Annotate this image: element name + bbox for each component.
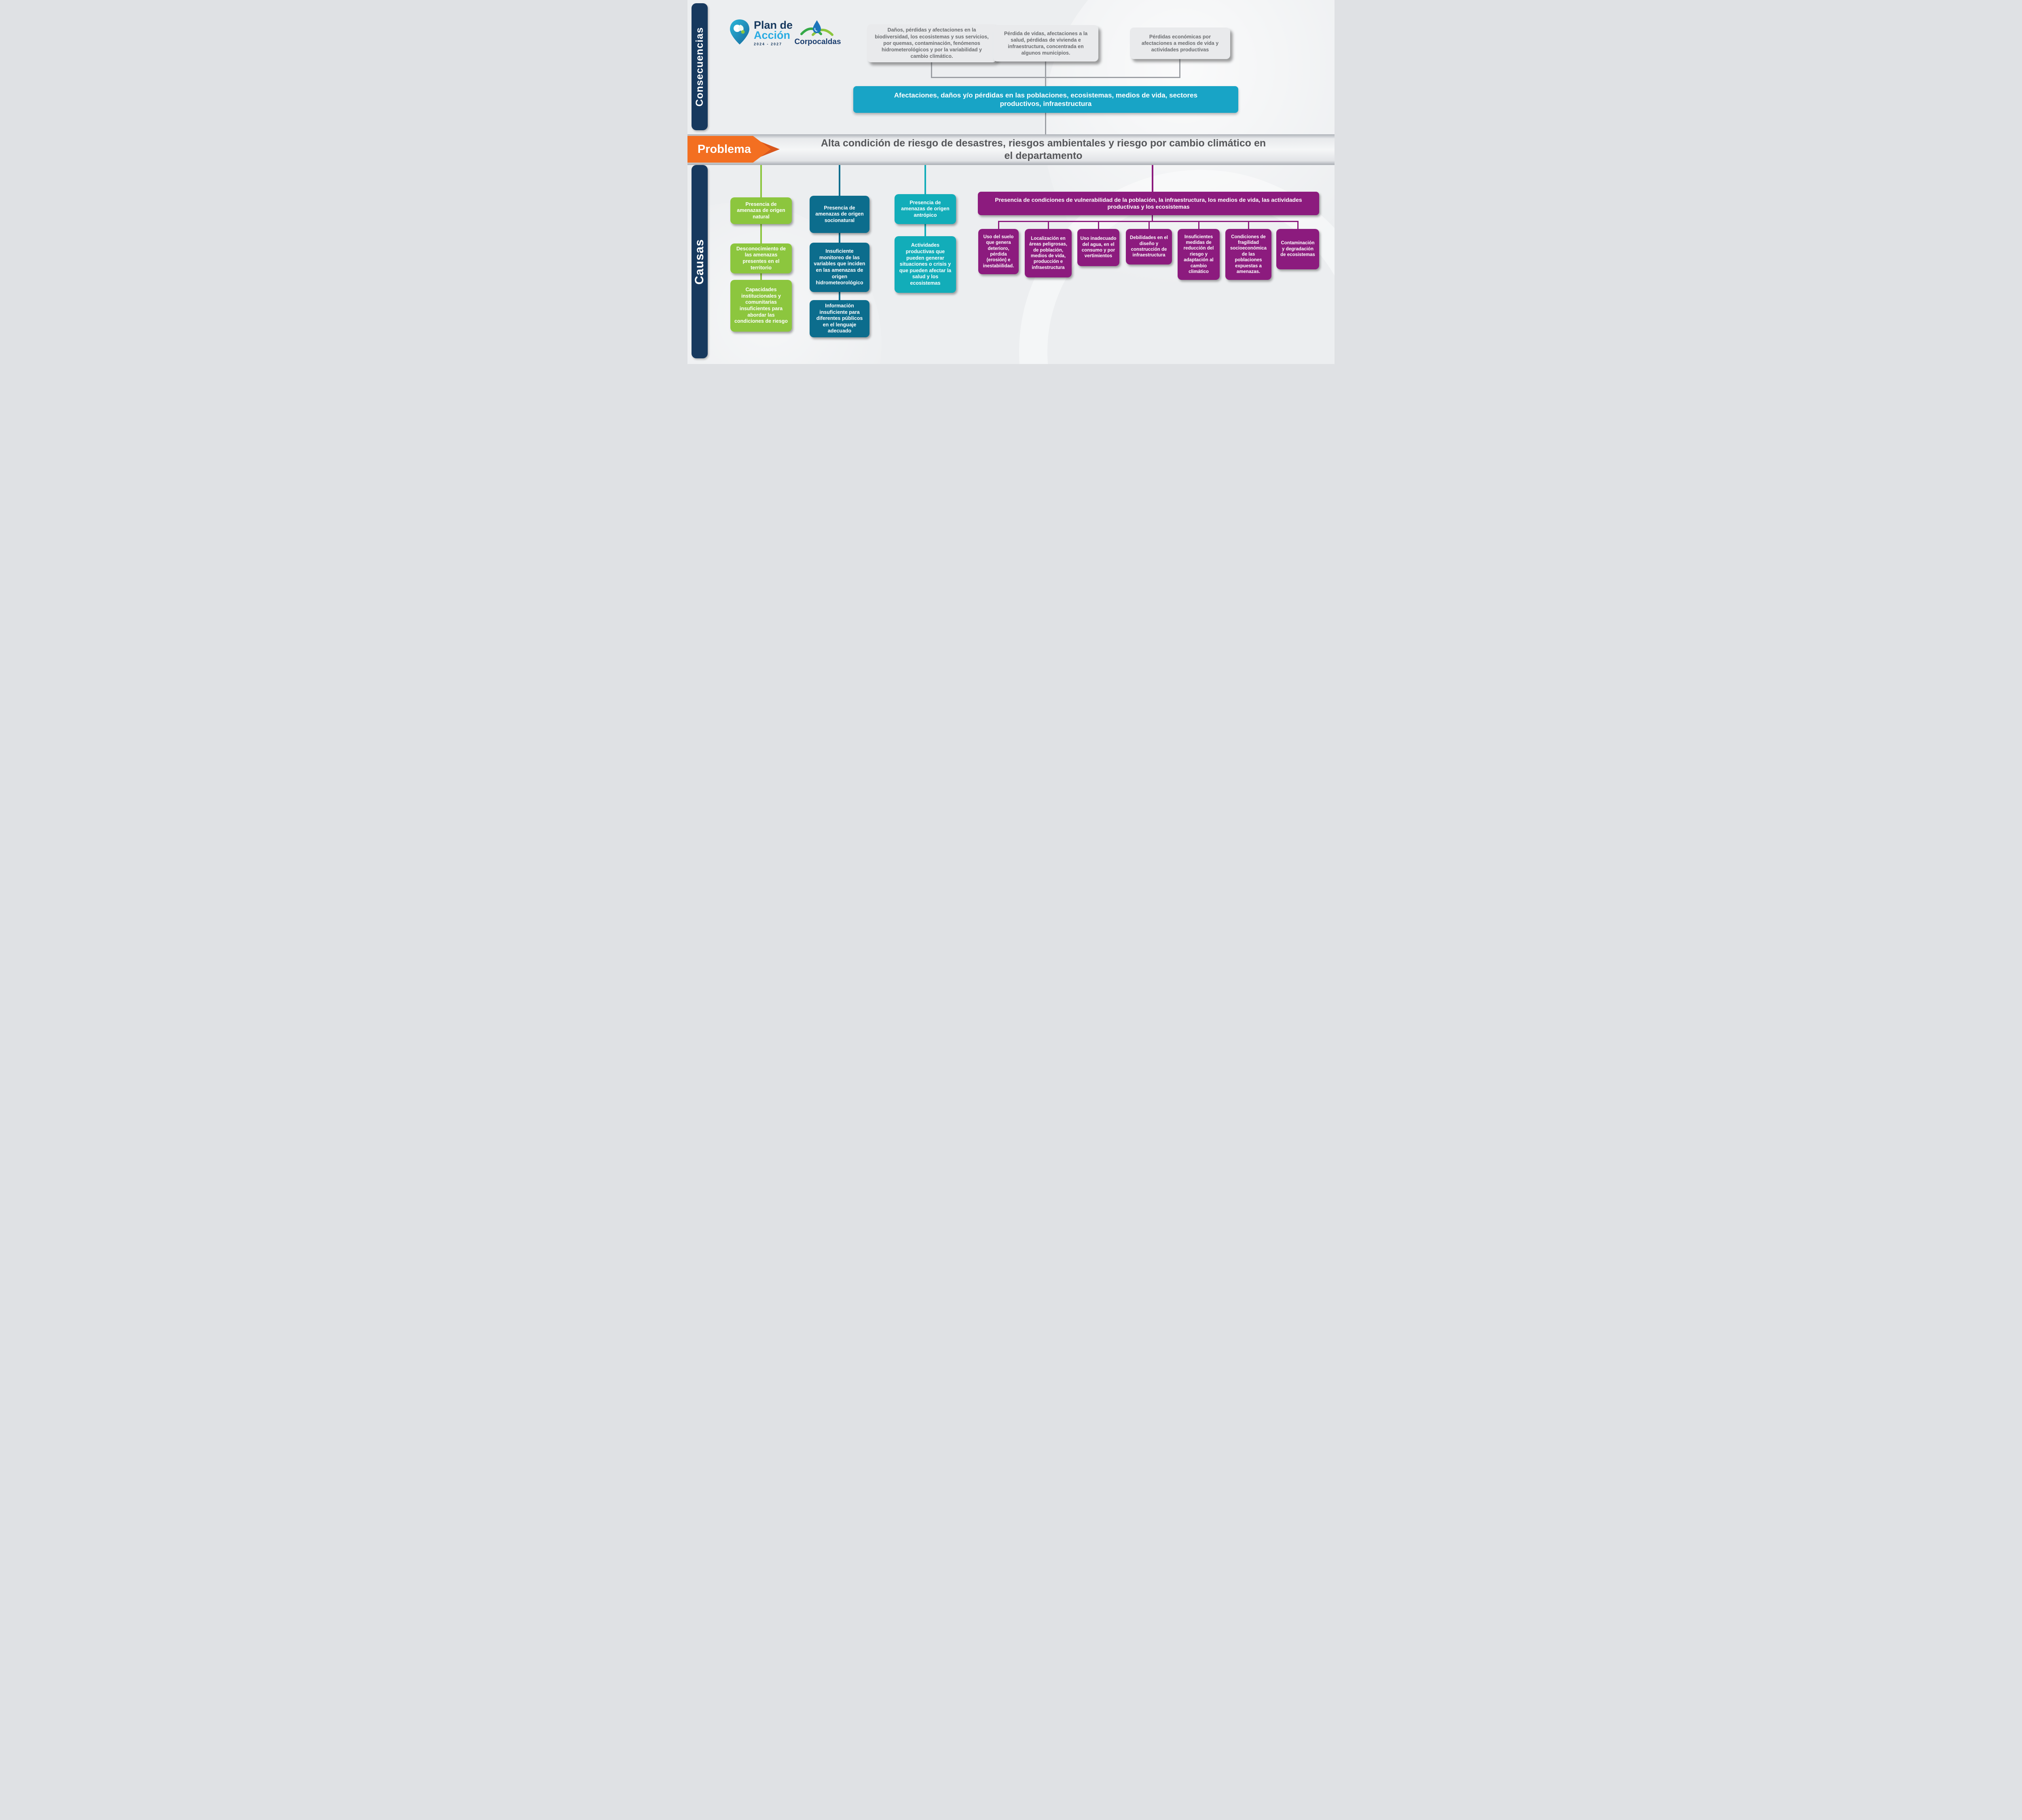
consequences-label: Consecuencias [694,27,705,107]
connector-cons2 [1045,61,1046,87]
connector-natural-column [760,165,762,285]
cause-antropico-2: Actividades productivas que pueden gener… [895,236,956,293]
plan-logo-years: 2024 - 2027 [754,42,783,46]
cause-socionatural-1: Presencia de amenazas de origen socionat… [810,196,869,233]
connector-vuln-1 [998,221,999,229]
problem-band [687,134,1335,165]
plan-logo-line2: Acción [754,29,791,42]
corpocaldas-wordmark: Corpocaldas [794,38,841,46]
connector-vuln-3 [1098,221,1099,229]
connector-socionatural-column [839,165,840,315]
sidebar-causes: Causas [692,165,708,358]
problem-statement: Alta condición de riesgo de desastres, r… [821,137,1266,161]
vulnerability-item-3: Uso inadecuado del agua, en el consumo y… [1077,229,1119,266]
sidebar-consequences: Consecuencias [692,3,708,130]
cause-socionatural-3: Información insuficiente para diferentes… [810,300,869,337]
vulnerability-item-4: Debilidades en el diseño y construcción … [1126,229,1172,265]
connector-vuln-2 [1048,221,1049,229]
plan-logo-line1: Plan de [754,19,793,31]
connector-vuln-6 [1248,221,1249,229]
cause-natural-3: Capacidades institucionales y comunitari… [730,280,792,332]
problem-tag: Problema [687,136,785,163]
cause-socionatural-2: Insuficiente monitoreo de las variables … [810,243,869,292]
vulnerability-item-7: Contaminación y degradación de ecosistem… [1276,229,1319,269]
connector-vulnerabilidad-column [1152,165,1153,193]
connector-cons1 [931,62,932,78]
consequence-box-biodiversity: Daños, pérdidas y afectaciones en la bio… [867,24,996,62]
affectations-banner: Afectaciones, daños y/o pérdidas en las … [853,86,1238,113]
vulnerability-item-1: Uso del suelo que genera deterioro, pérd… [978,229,1019,274]
plan-de-accion-logo: Plan de Acción 2024 - 2027 [729,19,793,47]
connector-vuln-4 [1148,221,1150,229]
vulnerability-item-6: Condiciones de fragilidad socioeconómica… [1225,229,1271,280]
vulnerability-item-5: Insuficientes medidas de reducción del r… [1178,229,1220,280]
causes-label: Causas [693,239,706,285]
consequence-box-lives: Pérdida de vidas, afectaciones a la salu… [993,25,1098,61]
corpocaldas-mark-icon [793,20,842,38]
plan-pin-icon [729,19,751,47]
problem-tree-diagram: Consecuencias Causas Plan de Acción 2024… [687,0,1335,364]
vulnerability-header: Presencia de condiciones de vulnerabilid… [978,192,1319,215]
connector-vuln-5 [1198,221,1199,229]
corpocaldas-logo: Corpocaldas [793,19,842,47]
vulnerability-item-2: Localización en áreas peligrosas, de pob… [1025,229,1072,277]
connector-cons3 [1179,59,1180,78]
cause-natural-2: Desconocimiento de las amenazas presente… [730,243,792,273]
connector-cons-horizontal [931,77,1180,78]
consequence-box-economic: Pérdidas económicas por afectaciones a m… [1130,28,1230,59]
connector-vuln-7 [1297,221,1299,229]
problem-arrow-shape [687,136,780,163]
cause-antropico-1: Presencia de amenazas de origen antrópic… [895,194,956,224]
connector-vuln-stub [1152,215,1153,221]
problem-tag-label: Problema [697,142,751,156]
connector-banner-to-problem [1045,113,1046,134]
cause-natural-1: Presencia de amenazas de origen natural [730,197,792,224]
